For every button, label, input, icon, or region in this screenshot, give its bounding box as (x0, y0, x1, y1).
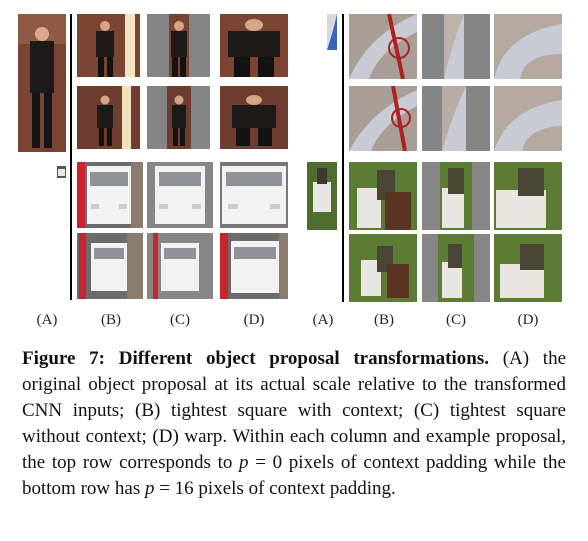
car-tight-context-p0-thumbnail (77, 162, 143, 228)
car-tight-nocontext-p0-thumbnail (147, 162, 213, 228)
column-label-c-right: (C) (446, 312, 466, 328)
horse-tight-nocontext-p0-thumbnail (422, 162, 490, 230)
person-tight-nocontext-p16-thumbnail (147, 86, 210, 149)
person-tight-nocontext-p0-thumbnail (147, 14, 210, 77)
column-label-d-left: (D) (243, 312, 265, 328)
person-warp-p16-thumbnail (220, 86, 288, 149)
column-label-d-right: (D) (517, 312, 539, 328)
bike-tight-nocontext-p0-thumbnail (422, 14, 490, 79)
figure-caption-title: Different object proposal transformation… (118, 348, 489, 369)
car-tight-context-p16-thumbnail (77, 233, 143, 299)
horse-original-thumbnail (307, 162, 337, 230)
figure-caption-label: Figure 7: (22, 348, 106, 369)
car-original-thumbnail (57, 166, 66, 178)
car-tight-nocontext-p16-thumbnail (147, 233, 213, 299)
person-tight-context-p16-thumbnail (77, 86, 140, 149)
figure-caption-text-3: = 16 pixels of context padding. (154, 478, 396, 499)
figure-caption-text-1: (A) the original object proposal at its … (22, 348, 567, 473)
column-label-a-right: (A) (312, 312, 334, 328)
horse-tight-context-p16-thumbnail (349, 234, 417, 302)
figure-caption: Figure 7: Different object proposal tran… (22, 346, 566, 502)
car-warp-p16-thumbnail (220, 233, 288, 299)
figure-caption-text-2: = 0 pixels of context padding while the … (22, 452, 566, 499)
person-original-thumbnail (18, 14, 66, 152)
bike-original-thumbnail (327, 14, 337, 50)
car-warp-p0-thumbnail (220, 162, 288, 228)
horse-tight-context-p0-thumbnail (349, 162, 417, 230)
column-label-b-left: (B) (101, 312, 121, 328)
column-label-c-left: (C) (170, 312, 190, 328)
bike-tight-context-p16-thumbnail (349, 86, 417, 151)
bike-tight-context-p0-thumbnail (349, 14, 417, 79)
horse-tight-nocontext-p16-thumbnail (422, 234, 490, 302)
left-column-separator (70, 14, 72, 300)
figure-caption-var-1: p (239, 452, 249, 473)
horse-warp-p0-thumbnail (494, 162, 562, 230)
bike-warp-p16-thumbnail (494, 86, 562, 151)
column-label-a-left: (A) (36, 312, 58, 328)
column-label-b-right: (B) (374, 312, 394, 328)
bike-tight-nocontext-p16-thumbnail (422, 86, 490, 151)
person-tight-context-p0-thumbnail (77, 14, 140, 77)
figure-caption-var-2: p (144, 478, 155, 499)
right-column-separator (342, 14, 344, 302)
horse-warp-p16-thumbnail (494, 234, 562, 302)
bike-warp-p0-thumbnail (494, 14, 562, 79)
person-warp-p0-thumbnail (220, 14, 288, 77)
